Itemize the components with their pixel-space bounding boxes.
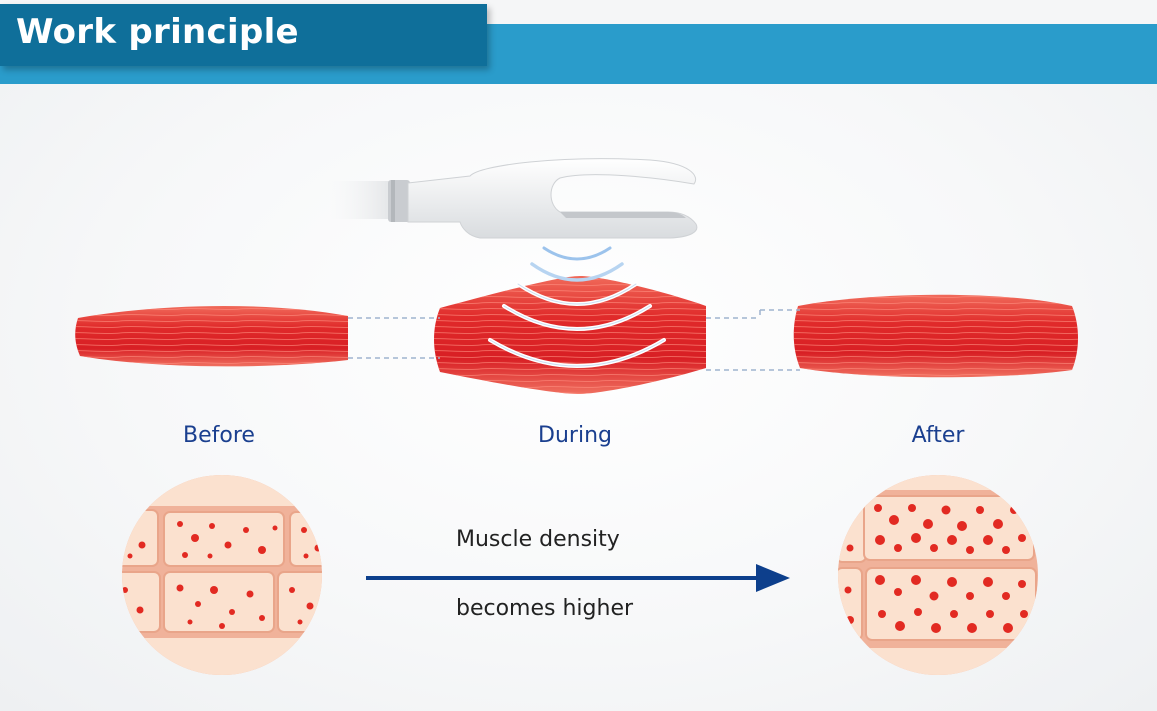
page-title: Work principle	[16, 12, 299, 52]
wave-icon	[488, 246, 666, 368]
dashed-connectors	[348, 309, 800, 371]
tissue-before	[122, 475, 322, 675]
handpiece-icon	[330, 158, 698, 239]
muscle-after	[793, 294, 1078, 378]
arrow-caption-line2: becomes higher	[456, 596, 634, 621]
muscle-before	[75, 305, 348, 367]
arrow-icon	[366, 564, 790, 592]
tissue-after	[838, 475, 1038, 675]
arrow-caption-line1: Muscle density	[456, 527, 620, 552]
label-after: After	[911, 423, 965, 448]
label-during: During	[538, 423, 612, 448]
title-tab: Work principle	[0, 4, 487, 66]
label-before: Before	[183, 423, 255, 448]
muscle-during	[434, 276, 706, 394]
